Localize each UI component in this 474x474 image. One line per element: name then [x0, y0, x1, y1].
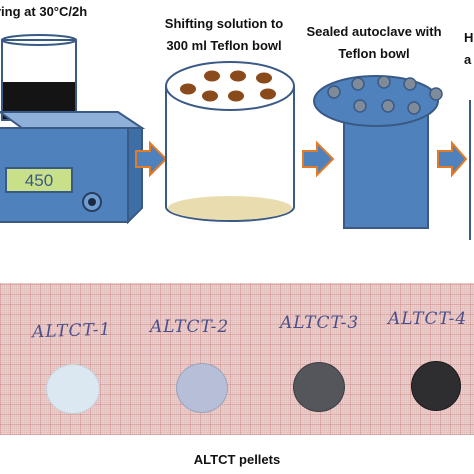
step-1-caption-line: ring at 30°C/2h: [0, 4, 88, 19]
beaker: [1, 34, 77, 121]
figure-caption: ALTCT pellets: [193, 452, 281, 467]
pellet-label-1: ALTCT-1: [31, 319, 112, 343]
hotplate: 450: [0, 111, 146, 225]
step-3-caption-line-1: Sealed autoclave with: [306, 24, 442, 39]
pellet-label-4: ALTCT-4: [388, 309, 468, 329]
step-2-caption: Shifting solution to 300 ml Teflon bowl: [150, 16, 298, 54]
process-arrow-1: [135, 140, 168, 178]
bowl-particles: [180, 70, 276, 102]
process-arrow-2: [302, 140, 335, 178]
pellet-1: [46, 364, 100, 414]
step-4-caption-line-2: a: [464, 52, 472, 67]
teflon-bowl: [165, 61, 295, 222]
step-4-caption-line-1: H: [464, 30, 474, 45]
hotplate-display: [5, 167, 73, 193]
pellet-label-2: ALTCT-2: [150, 317, 230, 337]
pellet-label-3: ALTCT-3: [280, 313, 360, 333]
pellet-2: [176, 363, 228, 413]
pellets-photo: ALTCT-1 ALTCT-2 ALTCT-3 ALTCT-4: [0, 283, 474, 435]
step-2-caption-line-1: Shifting solution to: [164, 16, 284, 31]
hotplate-display-value: 450: [25, 171, 53, 190]
autoclave-bolts: [327, 75, 443, 115]
pellet-3: [293, 362, 345, 412]
step-2-caption-line-2: 300 ml Teflon bowl: [166, 38, 282, 53]
process-arrow-3: [437, 140, 468, 178]
pellet-4: [411, 361, 461, 411]
step-1-caption: ring at 30°C/2h: [0, 4, 87, 20]
step-3-caption-line-2: Teflon bowl: [338, 46, 410, 61]
process-diagram: 450: [0, 34, 471, 240]
step-3-caption: Sealed autoclave with Teflon bowl: [298, 24, 450, 62]
autoclave: [313, 75, 443, 229]
step-4-caption: H a: [464, 30, 473, 68]
